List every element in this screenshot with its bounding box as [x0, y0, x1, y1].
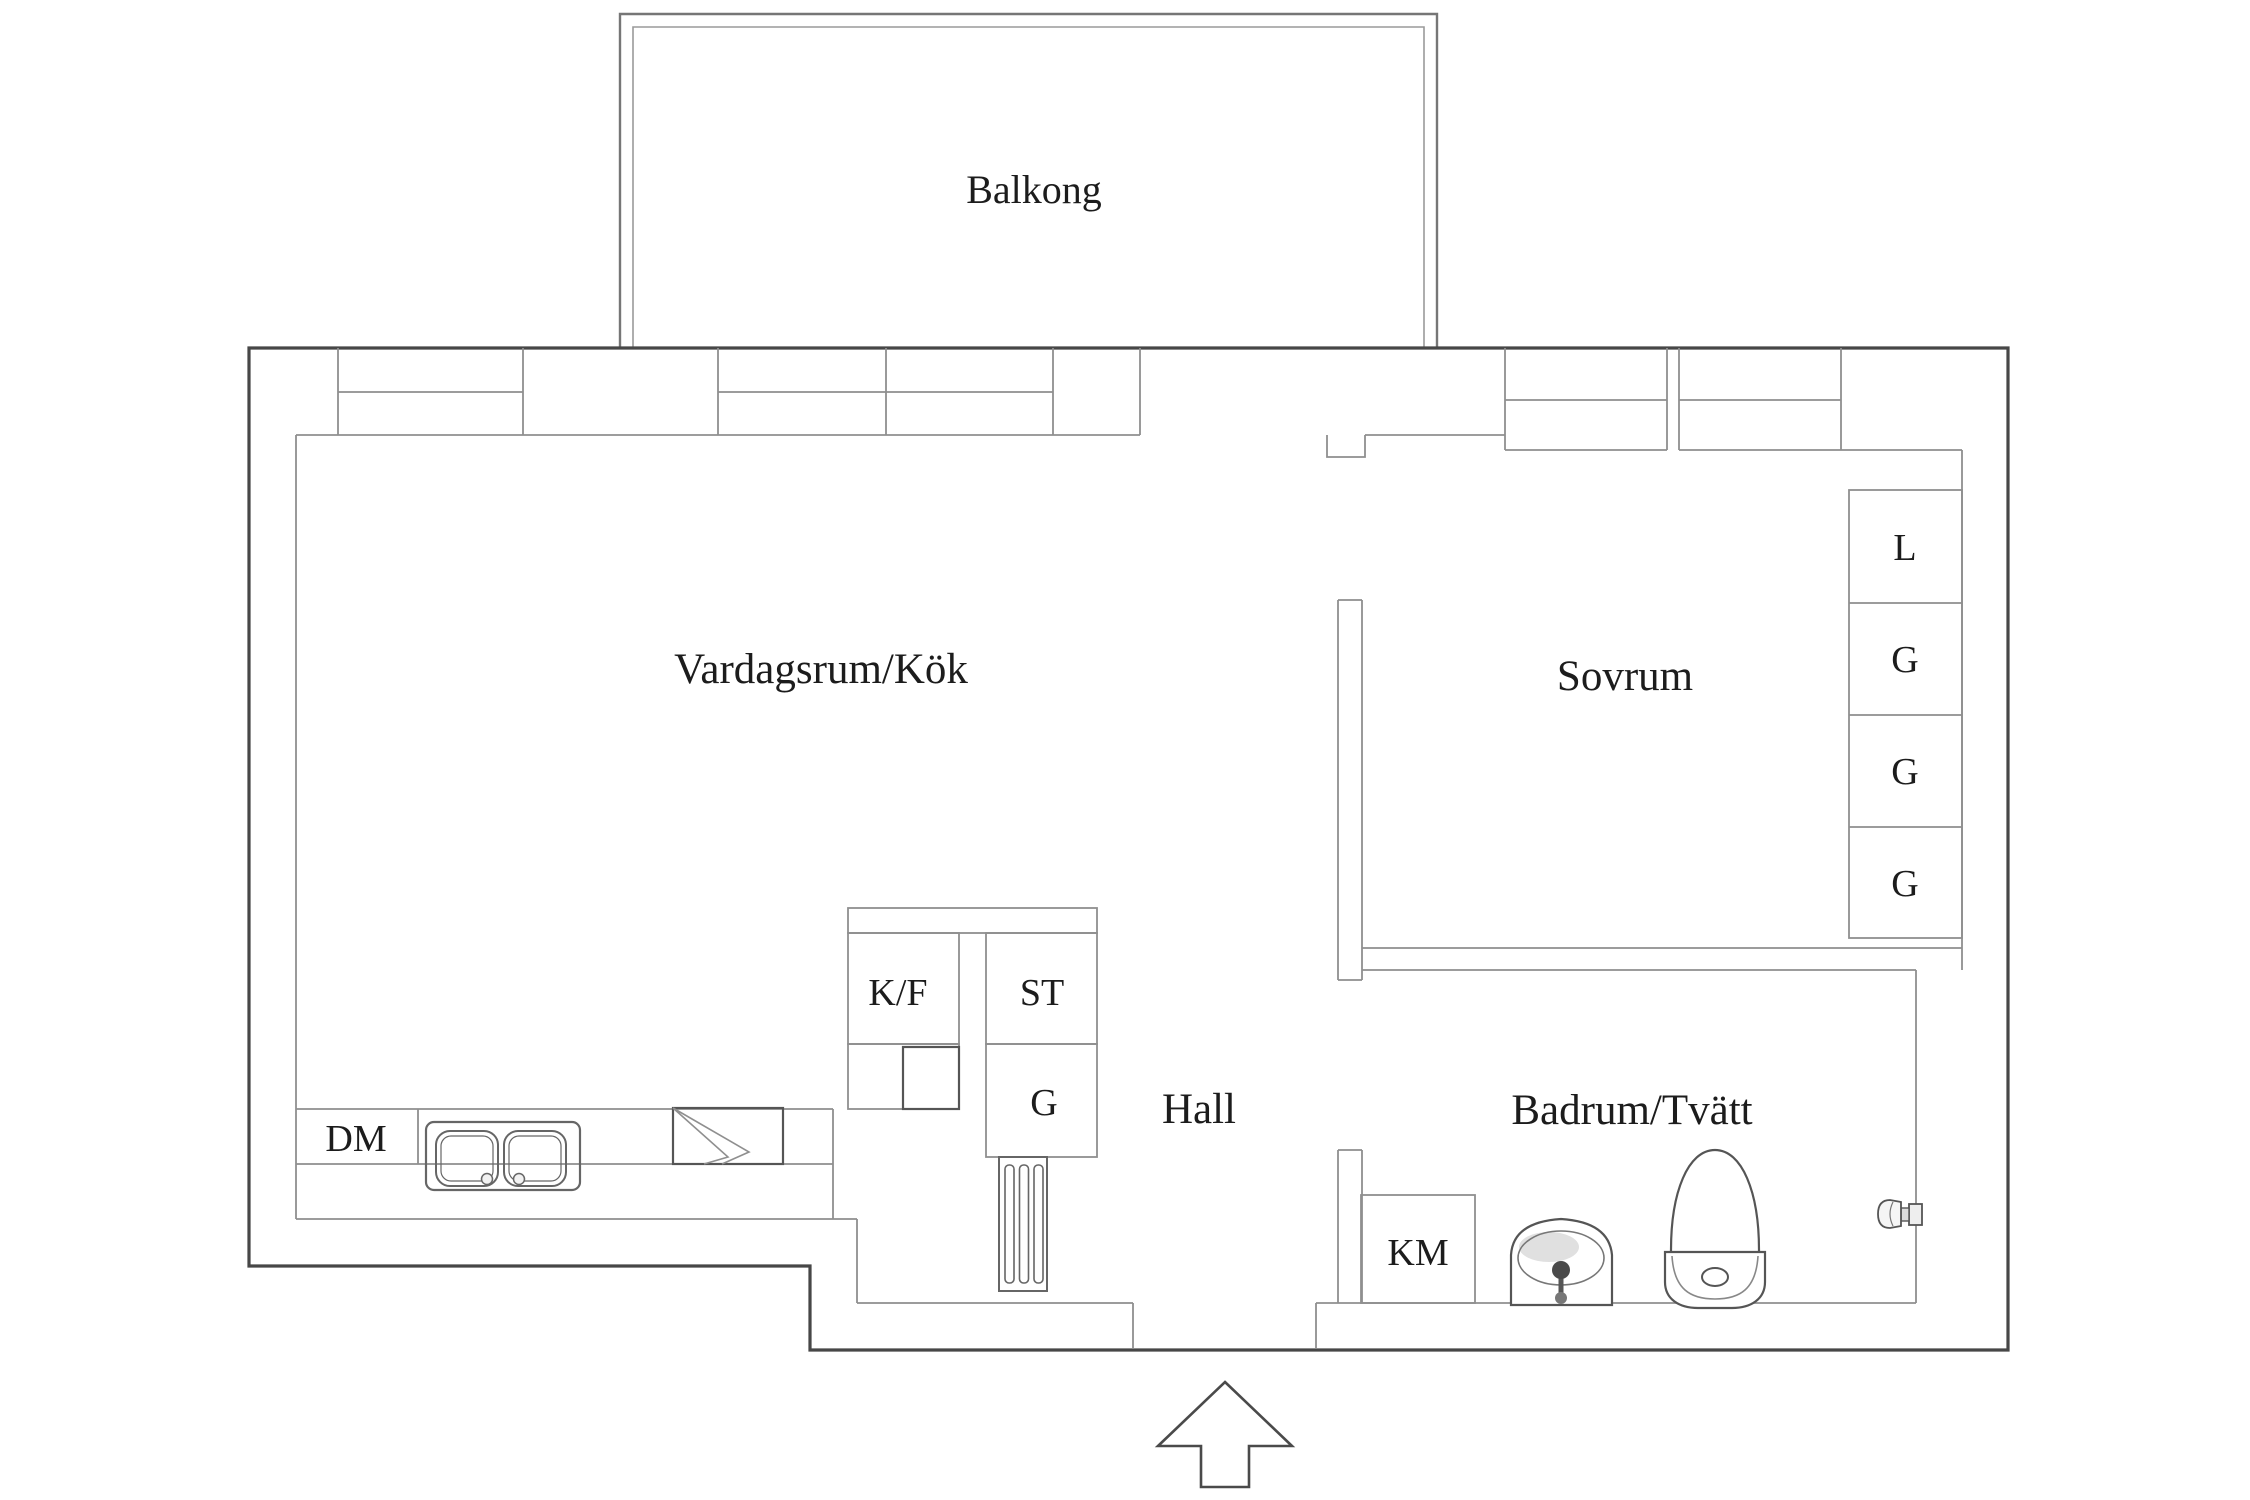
- tall-cabinet-label: ST: [1020, 972, 1064, 1014]
- stove-icon: [671, 1106, 785, 1166]
- window-glass-lines: [338, 391, 1841, 401]
- closet-label-g1: G: [1891, 639, 1918, 681]
- inner-bottom-kitchen: [296, 1218, 858, 1303]
- balcony-inner-wall: [632, 26, 1425, 347]
- cabinet-g-label: G: [1030, 1082, 1057, 1124]
- closet-box: [1848, 489, 1963, 939]
- closet-label-l: L: [1893, 527, 1916, 569]
- bedroom-south-wall: [1362, 947, 1962, 971]
- kitchen-sink-icon: [424, 1120, 582, 1192]
- washing-machine-label: KM: [1387, 1232, 1448, 1274]
- inner-bottom-hall: [857, 1302, 1134, 1348]
- cabinet-top-band: [847, 907, 1098, 934]
- bedroom-label: Sovrum: [1557, 653, 1693, 700]
- cabinet-columns: [847, 907, 1098, 1158]
- small-appliance-box: [901, 1045, 961, 1111]
- bedroom-west-wall: [1337, 599, 1363, 981]
- exterior-walls: [247, 346, 2010, 1352]
- radiator-icon: [998, 1156, 1048, 1292]
- bathroom-fixtures: KM: [1360, 1148, 1923, 1310]
- balcony: Balkong: [618, 12, 1439, 347]
- washing-machine-box: [1360, 1194, 1476, 1304]
- closet-column: L G G G: [1848, 489, 1963, 939]
- balcony-outer-wall: [618, 12, 1439, 347]
- bathroom-label: Badrum/Tvätt: [1511, 1087, 1752, 1134]
- washbasin-icon: [1509, 1217, 1614, 1307]
- closet-label-g3: G: [1891, 863, 1918, 905]
- balcony-label: Balkong: [966, 167, 1102, 212]
- wall-tap-icon: [1877, 1199, 1923, 1229]
- window-mullions-bedroom: [1504, 348, 1842, 450]
- interior-walls: [296, 599, 1962, 1348]
- window-band: [295, 348, 1963, 1219]
- living-kitchen-label: Vardagsrum/Kök: [674, 646, 968, 693]
- closet-dividers: [1849, 602, 1962, 828]
- bathroom-west-wall: [1337, 1149, 1363, 1303]
- toilet-icon: [1663, 1148, 1767, 1310]
- entry-arrow-icon: [1154, 1380, 1296, 1489]
- fridge-freezer-label: K/F: [868, 972, 927, 1014]
- closet-label-g2: G: [1891, 751, 1918, 793]
- hall-label: Hall: [1162, 1086, 1236, 1133]
- dishwasher-label: DM: [325, 1118, 386, 1160]
- wall-notch: [1326, 435, 1366, 458]
